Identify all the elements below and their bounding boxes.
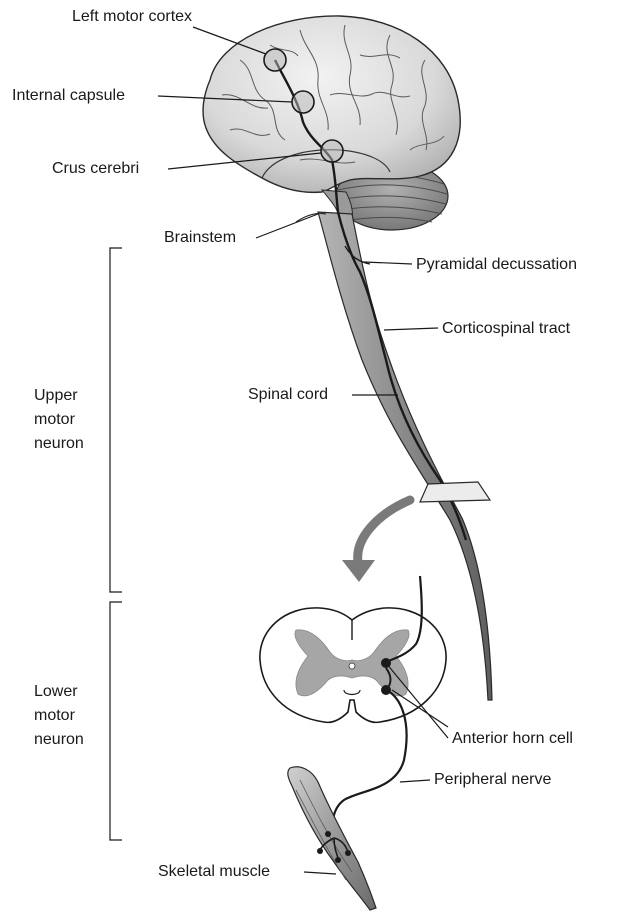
curved-arrow-icon — [342, 500, 410, 582]
label-pyramidal-decussation: Pyramidal decussation — [416, 256, 577, 274]
label-upper-motor-neuron: Upper motor neuron — [34, 384, 84, 456]
lower-motor-neuron-line-2: motor — [34, 704, 84, 728]
label-anterior-horn-cell: Anterior horn cell — [452, 730, 573, 748]
lower-motor-neuron-line-3: neuron — [34, 728, 84, 752]
label-spinal-cord: Spinal cord — [248, 386, 328, 404]
upper-motor-neuron-line-2: motor — [34, 408, 84, 432]
motor-cortex-marker — [264, 49, 286, 71]
label-corticospinal-tract: Corticospinal tract — [442, 320, 570, 338]
label-lower-motor-neuron: Lower motor neuron — [34, 680, 84, 752]
upper-motor-neuron-line-3: neuron — [34, 432, 84, 456]
cerebrum — [203, 16, 460, 192]
lower-motor-neuron-line-1: Lower — [34, 680, 84, 704]
label-peripheral-nerve: Peripheral nerve — [434, 771, 551, 789]
label-brainstem: Brainstem — [164, 229, 236, 247]
internal-capsule-marker — [292, 91, 314, 113]
upper-motor-neuron-line-1: Upper — [34, 384, 84, 408]
spinal-cross-section — [260, 608, 446, 723]
bracket-upper-motor-neuron — [110, 248, 122, 592]
bracket-lower-motor-neuron — [110, 602, 122, 840]
label-skeletal-muscle: Skeletal muscle — [158, 863, 270, 881]
section-plane — [420, 482, 490, 502]
label-left-motor-cortex: Left motor cortex — [72, 8, 192, 26]
label-internal-capsule: Internal capsule — [12, 87, 125, 105]
label-crus-cerebri: Crus cerebri — [52, 160, 139, 178]
crus-cerebri-marker — [321, 140, 343, 162]
